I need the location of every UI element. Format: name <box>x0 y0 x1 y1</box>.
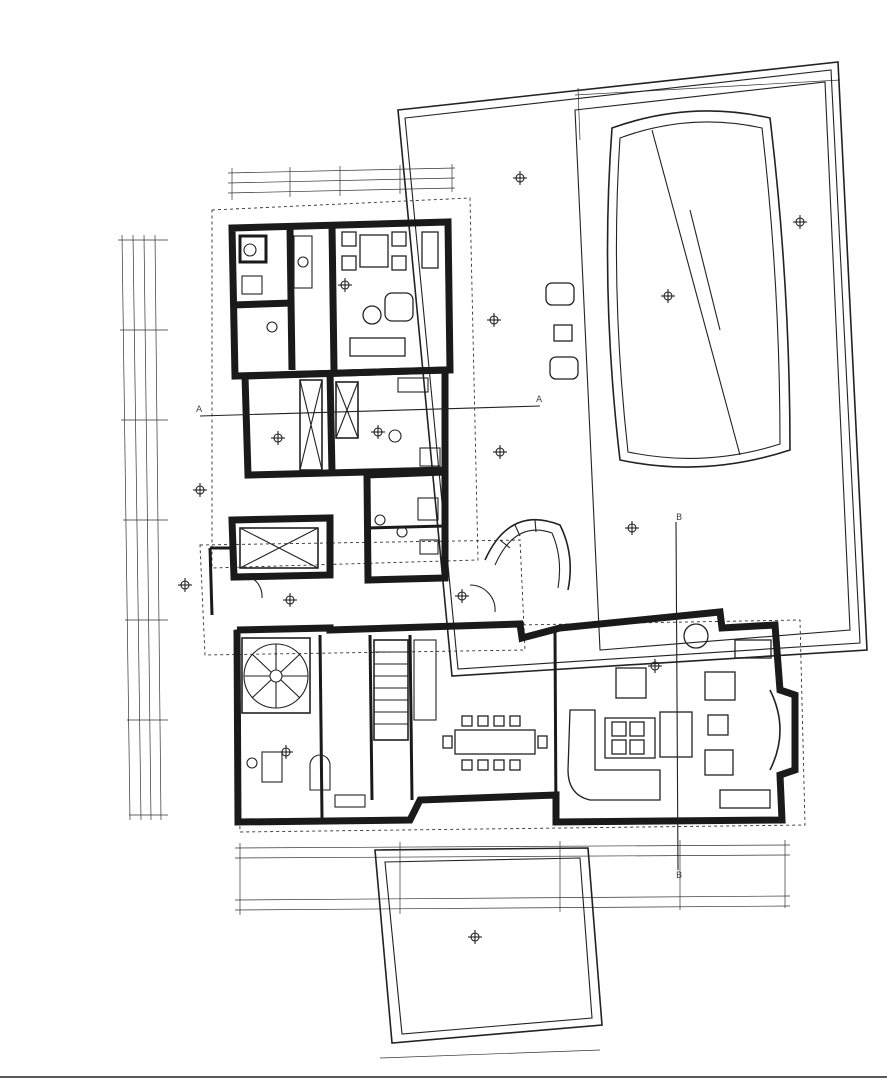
pool-terrace <box>397 61 868 677</box>
dashed-outlines <box>199 197 806 833</box>
curved-stair-arc <box>484 518 572 591</box>
lower-block-walls <box>233 608 799 826</box>
left-dimension-lines <box>118 234 168 821</box>
lower-left-rooms <box>246 751 366 808</box>
top-dimension-lines <box>227 79 841 200</box>
entrance-hall-walls <box>208 514 496 616</box>
section-marker-a-left: A <box>196 405 203 415</box>
level-markers <box>178 171 807 944</box>
dining-table <box>442 715 548 771</box>
upper-block-walls <box>228 218 454 380</box>
section-markers: A A B B <box>196 395 682 881</box>
bottom-patio <box>374 847 603 1059</box>
section-marker-b-top: B <box>676 513 682 523</box>
bottom-dimension-lines <box>234 840 791 915</box>
section-marker-b-bottom: B <box>676 871 682 881</box>
bathroom-block-walls <box>363 468 449 584</box>
living-room-furniture <box>567 623 781 809</box>
spiral-staircase <box>241 637 311 714</box>
swimming-pool <box>606 110 791 468</box>
middle-block-walls <box>241 366 449 479</box>
straight-staircase <box>373 639 437 741</box>
section-marker-a-right: A <box>536 395 543 405</box>
upper-living-furniture <box>341 231 439 357</box>
